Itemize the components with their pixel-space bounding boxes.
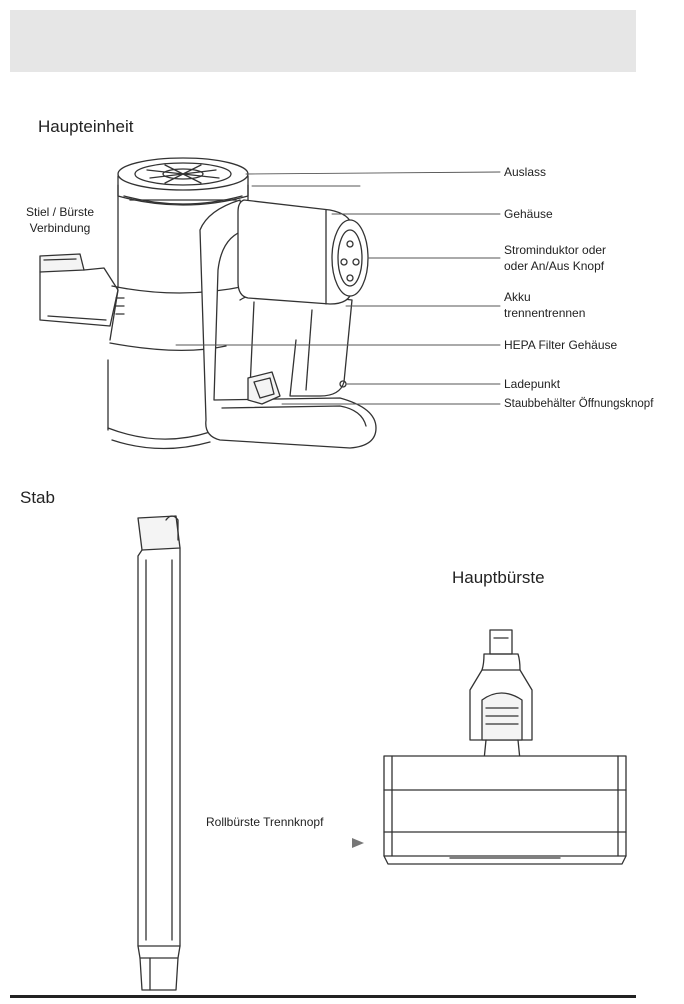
label-battery-2: trennentrennen xyxy=(504,306,585,321)
label-dustbin: Staubbehälter Öffnungsknopf xyxy=(504,397,653,412)
label-power-1: Strominduktor oder xyxy=(504,243,606,258)
label-housing: Gehäuse xyxy=(504,207,553,222)
label-connector-2: Verbindung xyxy=(20,221,100,236)
main-brush-illustration xyxy=(384,630,626,864)
label-hepa: HEPA Filter Gehäuse xyxy=(504,338,617,353)
label-power-2: oder An/Aus Knopf xyxy=(504,259,604,274)
label-charge: Ladepunkt xyxy=(504,377,560,392)
main-unit-illustration xyxy=(40,158,376,449)
label-brush-release: Rollbürste Trennknopf xyxy=(206,815,323,830)
bottom-rule xyxy=(10,995,636,998)
release-arrow-icon xyxy=(352,838,364,848)
label-connector-1: Stiel / Bürste xyxy=(20,205,100,220)
label-battery-1: Akku xyxy=(504,290,531,305)
label-outlet: Auslass xyxy=(504,165,546,180)
wand-illustration xyxy=(138,516,180,990)
